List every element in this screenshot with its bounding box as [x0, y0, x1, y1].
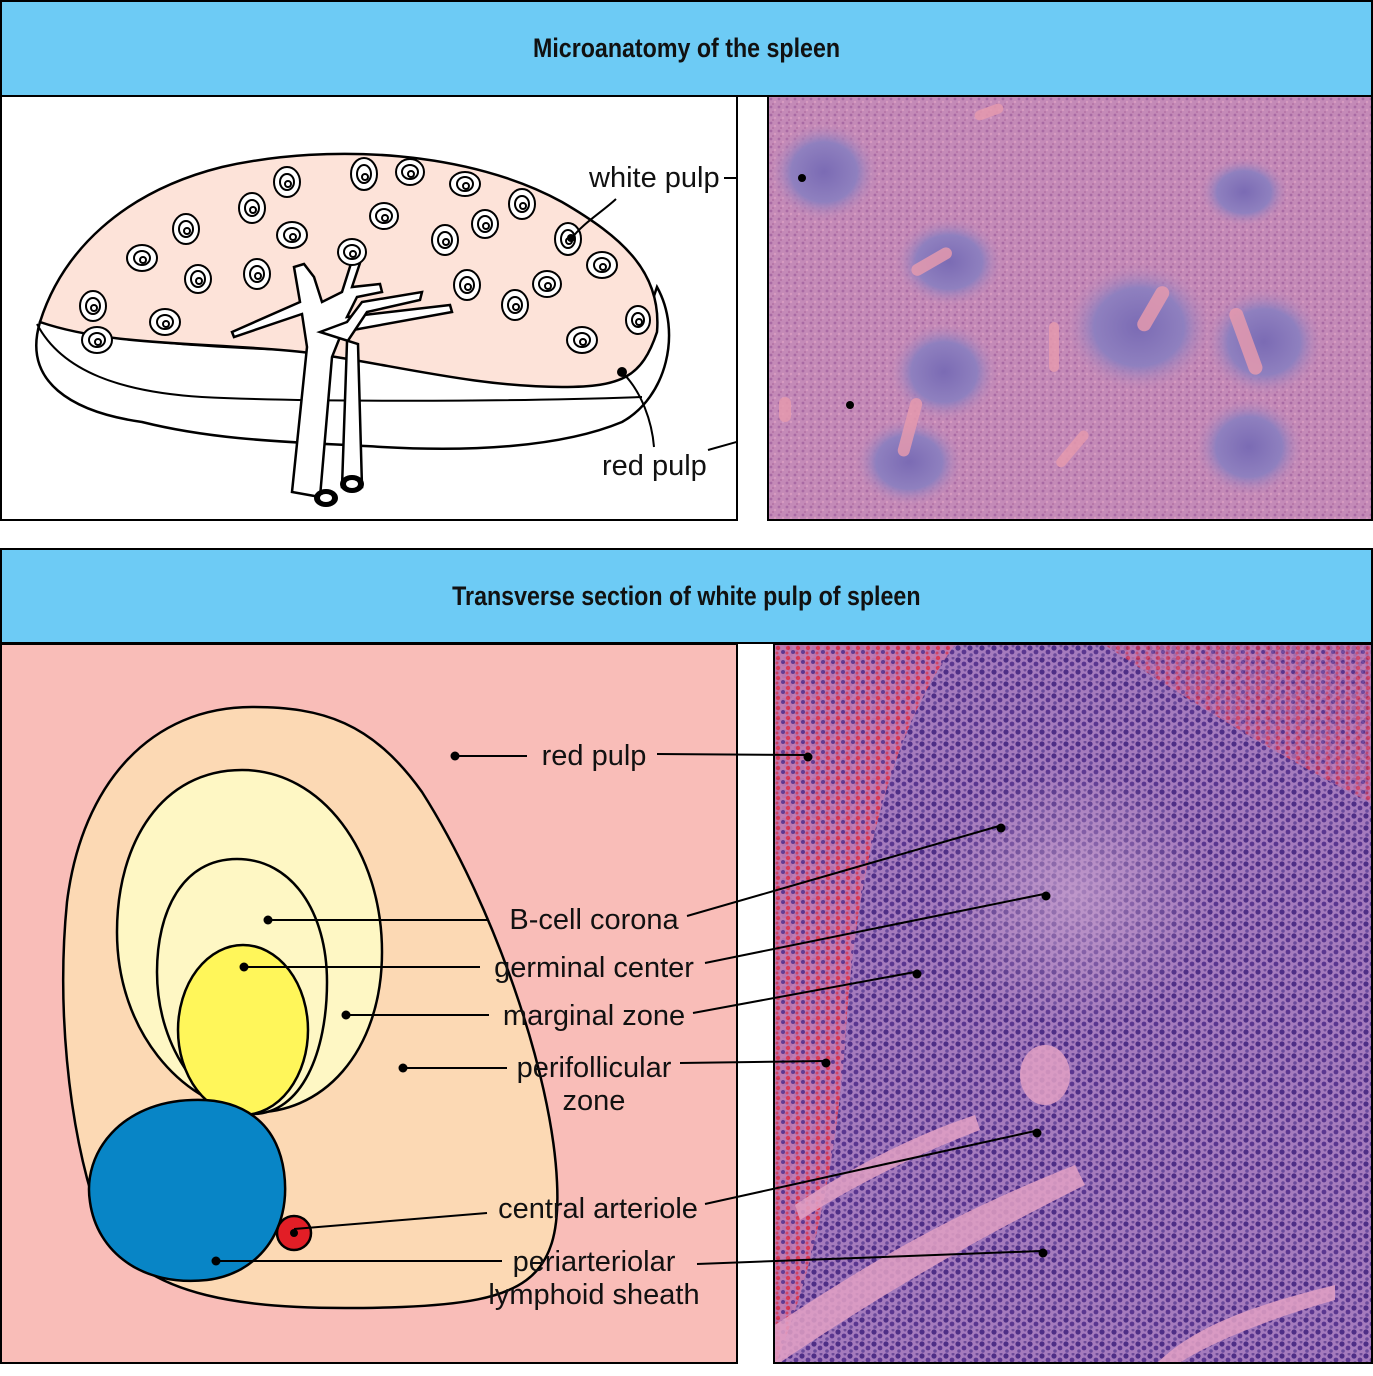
trabecular-vessels	[779, 103, 1263, 468]
bottom-section-title: Transverse section of white pulp of sple…	[452, 580, 921, 611]
vessel-openings	[314, 475, 364, 507]
label-perifollicular-2: zone	[563, 1085, 626, 1117]
label-b-cell-corona: B-cell corona	[509, 904, 679, 936]
label-pals-2: lymphoid sheath	[488, 1279, 699, 1311]
splenic-vessels	[230, 252, 454, 499]
label-red-pulp-top: red pulp	[602, 450, 707, 482]
label-germinal-center: germinal center	[494, 952, 694, 984]
pals-shape	[87, 1098, 287, 1283]
histology-low-power-image	[769, 97, 1371, 519]
spleen-histology-low-power	[767, 95, 1373, 521]
white-pulp-nodules	[79, 157, 651, 354]
spleen-schematic: white pulp red pulp	[35, 152, 736, 507]
label-pals-1: periarteriolar	[513, 1246, 676, 1278]
label-central-arteriole: central arteriole	[498, 1193, 698, 1225]
top-section-header: Microanatomy of the spleen	[0, 0, 1373, 97]
label-red-pulp-bottom: red pulp	[542, 740, 647, 772]
label-perifollicular-1: perifollicular	[517, 1052, 672, 1084]
spleen-schematic-panel: white pulp red pulp	[0, 95, 738, 521]
white-pulp-schematic: red pulp B-cell corona germinal center m…	[62, 705, 700, 1311]
red-pulp-leader-schematic	[621, 371, 655, 448]
germinal-center-region	[935, 765, 1215, 1025]
label-white-pulp-top: white pulp	[588, 162, 720, 194]
histology-high-power-image	[775, 645, 1371, 1362]
white-pulp-histology-high-power	[773, 643, 1373, 1364]
label-marginal-zone: marginal zone	[503, 1000, 685, 1032]
top-section-title: Microanatomy of the spleen	[532, 33, 841, 63]
bottom-section-header: Transverse section of white pulp of sple…	[0, 548, 1373, 644]
white-pulp-leader-schematic	[571, 198, 617, 239]
label-leaders-left	[216, 755, 527, 1262]
white-pulp-schematic-panel: red pulp B-cell corona germinal center m…	[0, 643, 738, 1364]
